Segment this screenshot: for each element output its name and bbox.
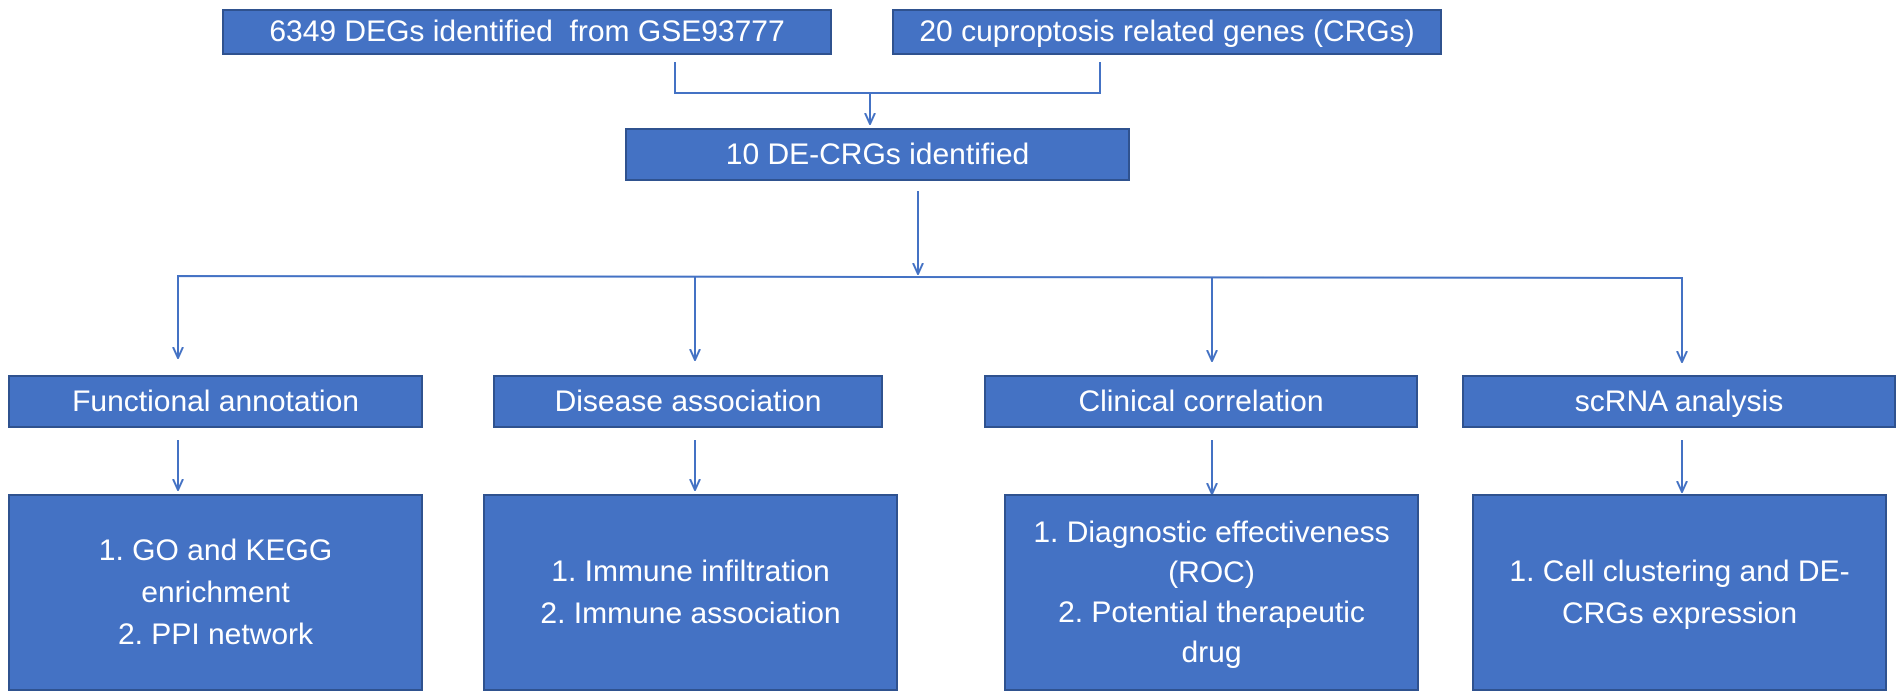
detail-line: drug xyxy=(1181,635,1242,669)
decrgs-label: 10 DE-CRGs identified xyxy=(725,137,1030,171)
detail-box-scrna: 1. Cell clustering and DE- CRGs expressi… xyxy=(1472,494,1887,691)
detail-box-functional: 1. GO and KEGG enrichment 2. PPI network xyxy=(8,494,423,691)
decrgs-box: 10 DE-CRGs identified xyxy=(625,128,1130,181)
merge-line xyxy=(674,62,1101,94)
detail-line: (ROC) xyxy=(1168,555,1255,589)
branch-title-4: scRNA analysis xyxy=(1574,384,1784,418)
detail-line: CRGs expression xyxy=(1561,596,1798,630)
branch-title-1: Functional annotation xyxy=(72,384,359,418)
detail-line: enrichment xyxy=(141,575,290,609)
branch-title-3: Clinical correlation xyxy=(1078,384,1324,418)
branch-title-2: Disease association xyxy=(554,384,822,418)
crgs-label: 20 cuproptosis related genes (CRGs) xyxy=(919,15,1415,48)
detail-line: 1. Diagnostic effectiveness xyxy=(1033,515,1390,549)
detail-line: 1. GO and KEGG xyxy=(98,533,333,567)
branch-header-clinical: Clinical correlation xyxy=(984,375,1418,428)
branch-bar xyxy=(177,274,1683,361)
detail-line: 1. Immune infiltration xyxy=(551,554,830,588)
detail-line: 2. PPI network xyxy=(117,617,314,651)
detail-box-disease: 1. Immune infiltration 2. Immune associa… xyxy=(483,494,898,691)
degs-box: 6349 DEGs identified from GSE93777 xyxy=(222,9,832,55)
branch-header-functional: Functional annotation xyxy=(8,375,423,428)
degs-label: 6349 DEGs identified from GSE93777 xyxy=(269,15,785,48)
branch-header-scrna: scRNA analysis xyxy=(1462,375,1896,428)
detail-box-clinical: 1. Diagnostic effectiveness (ROC) 2. Pot… xyxy=(1004,494,1419,691)
branch-header-disease: Disease association xyxy=(493,375,883,428)
crgs-box: 20 cuproptosis related genes (CRGs) xyxy=(892,9,1442,55)
detail-line: 1. Cell clustering and DE- xyxy=(1509,554,1850,588)
detail-line: 2. Immune association xyxy=(540,596,841,630)
detail-line: 2. Potential therapeutic xyxy=(1058,595,1365,629)
